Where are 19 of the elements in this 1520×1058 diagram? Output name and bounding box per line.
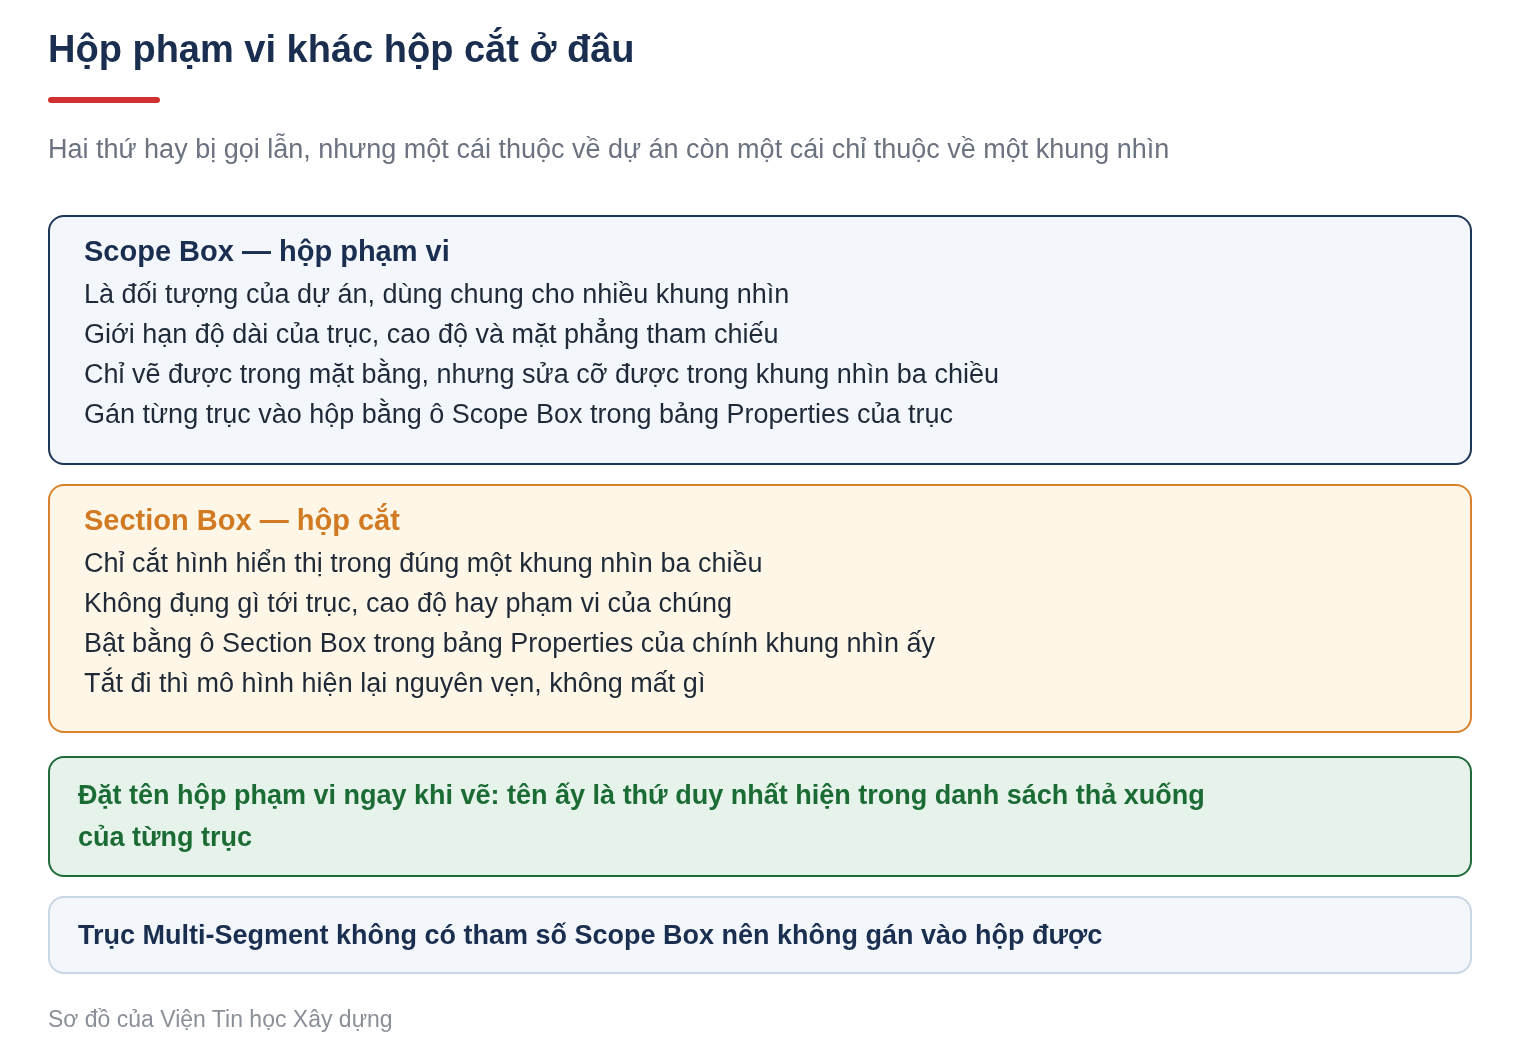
card-text: Tắt đi thì mô hình hiện lại nguyên vẹn, không mất gì [84,666,707,700]
caption: Sơ đồ của Viện Tin học Xây dựng [48,1006,393,1033]
card-text: Giới hạn độ dài của trục, cao độ và mặt phẳng tham chiếu [84,317,780,351]
card-text: Là đối tượng của dự án, dùng chung cho nhiều khung nhìn [84,278,791,311]
card-text: Bật bằng ô Section Box trong bảng Properties của chính khung nhìn ấy [84,626,937,660]
page-title: Hộp phạm vi khác hộp cắt ở đâu [48,28,635,71]
card-heading: Scope Box — hộp phạm vi [84,235,450,268]
info-card [48,756,1472,877]
card-heading: Section Box — hộp cắt [84,504,400,537]
note-text: Trục Multi-Segment không có tham số Scope Box nên không gán vào hộp được [78,919,1103,952]
card-text: Chỉ vẽ được trong mặt bằng, nhưng sửa cỡ được trong khung nhìn ba chiều [84,357,1000,391]
card-text: Chỉ cắt hình hiển thị trong đúng một khung nhìn ba chiều [84,546,764,580]
info-card [48,484,1472,733]
note-text: Đặt tên hộp phạm vi ngay khi vẽ: tên ấy là thứ duy nhất hiện trong danh sách thả xuống của từng trục [78,779,1206,854]
info-card [48,215,1472,465]
subtitle: Hai thứ hay bị gọi lẫn, nhưng một cái thuộc về dự án còn một cái chỉ thuộc về một khung nhìn [48,134,1170,165]
info-card [48,896,1472,974]
card-text: Gán từng trục vào hộp bằng ô Scope Box trong bảng Properties của trục [84,397,955,431]
card-text: Không đụng gì tới trục, cao độ hay phạm vi của chúng [84,587,734,620]
